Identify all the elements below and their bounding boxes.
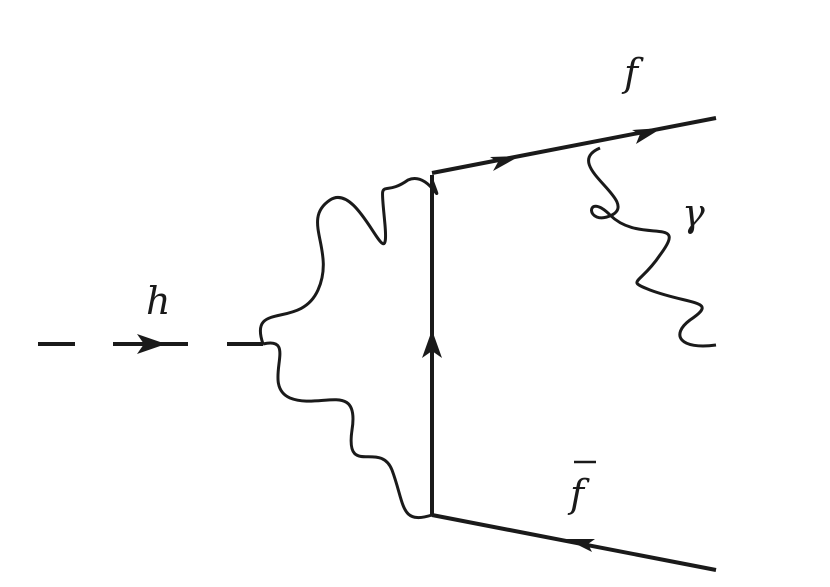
higgs-label: h — [146, 279, 170, 323]
photon-line — [587, 146, 717, 348]
antifermion-label-group: f — [567, 460, 596, 516]
higgs-arrow — [137, 334, 166, 354]
internal-fermion-line — [422, 175, 442, 515]
outgoing-antifermion-line — [431, 513, 717, 572]
upper-gauge-boson-line — [258, 177, 439, 345]
fermion-arrow-2 — [632, 128, 662, 144]
outgoing-fermion-line — [431, 116, 717, 175]
fermion-label: f — [621, 51, 644, 95]
higgs-scalar-line — [38, 334, 263, 354]
fermion-arrow-1 — [490, 156, 520, 171]
antifermion-label: f — [567, 472, 590, 516]
antifermion-arrow — [566, 539, 595, 552]
photon-label: γ — [682, 191, 705, 235]
lower-gauge-boson-line — [262, 341, 433, 520]
internal-fermion-arrow — [422, 330, 442, 358]
